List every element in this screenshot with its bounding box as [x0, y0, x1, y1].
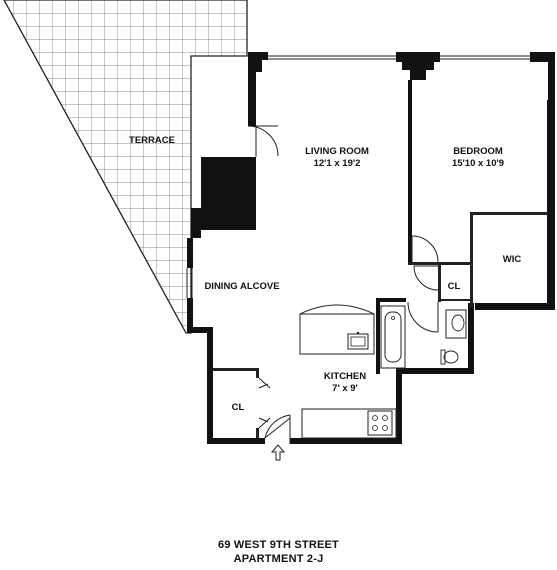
dining-alcove-label: DINING ALCOVE — [204, 281, 279, 292]
vanity-sink-icon — [445, 309, 467, 339]
entry-closet-doors — [258, 377, 271, 429]
terrace-label: TERRACE — [129, 135, 175, 146]
bedroom-door — [411, 235, 439, 264]
address-unit: APARTMENT 2-J — [233, 553, 324, 565]
bathtub-icon — [380, 305, 406, 369]
closet-entry-label: CL — [232, 402, 245, 413]
stove-icon — [367, 410, 393, 436]
bedroom-dimensions: 15'10 x 10'9 — [452, 158, 504, 169]
closet-door — [413, 265, 439, 291]
terrace-door — [247, 125, 279, 157]
kitchen-label: KITCHEN — [324, 371, 366, 382]
sink-icon — [347, 331, 369, 350]
kitchen-dimensions: 7' x 9' — [332, 383, 358, 394]
bedroom-label: BEDROOM — [453, 146, 503, 157]
terrace-area — [3, 0, 248, 334]
toilet-icon — [440, 349, 459, 365]
living-room-dimensions: 12'1 x 19'2 — [314, 158, 361, 169]
address-street: 69 WEST 9TH STREET — [218, 539, 339, 551]
living-room-label: LIVING ROOM — [305, 146, 369, 157]
entry-arrow-icon — [270, 444, 286, 461]
interior-walls — [213, 80, 548, 438]
bath-door — [407, 301, 439, 333]
kitchen-counter — [299, 304, 397, 439]
closet-bath-label: CL — [448, 281, 461, 292]
wic-label: WIC — [503, 254, 522, 265]
exterior-walls — [186, 52, 555, 444]
entry-door — [264, 414, 291, 444]
